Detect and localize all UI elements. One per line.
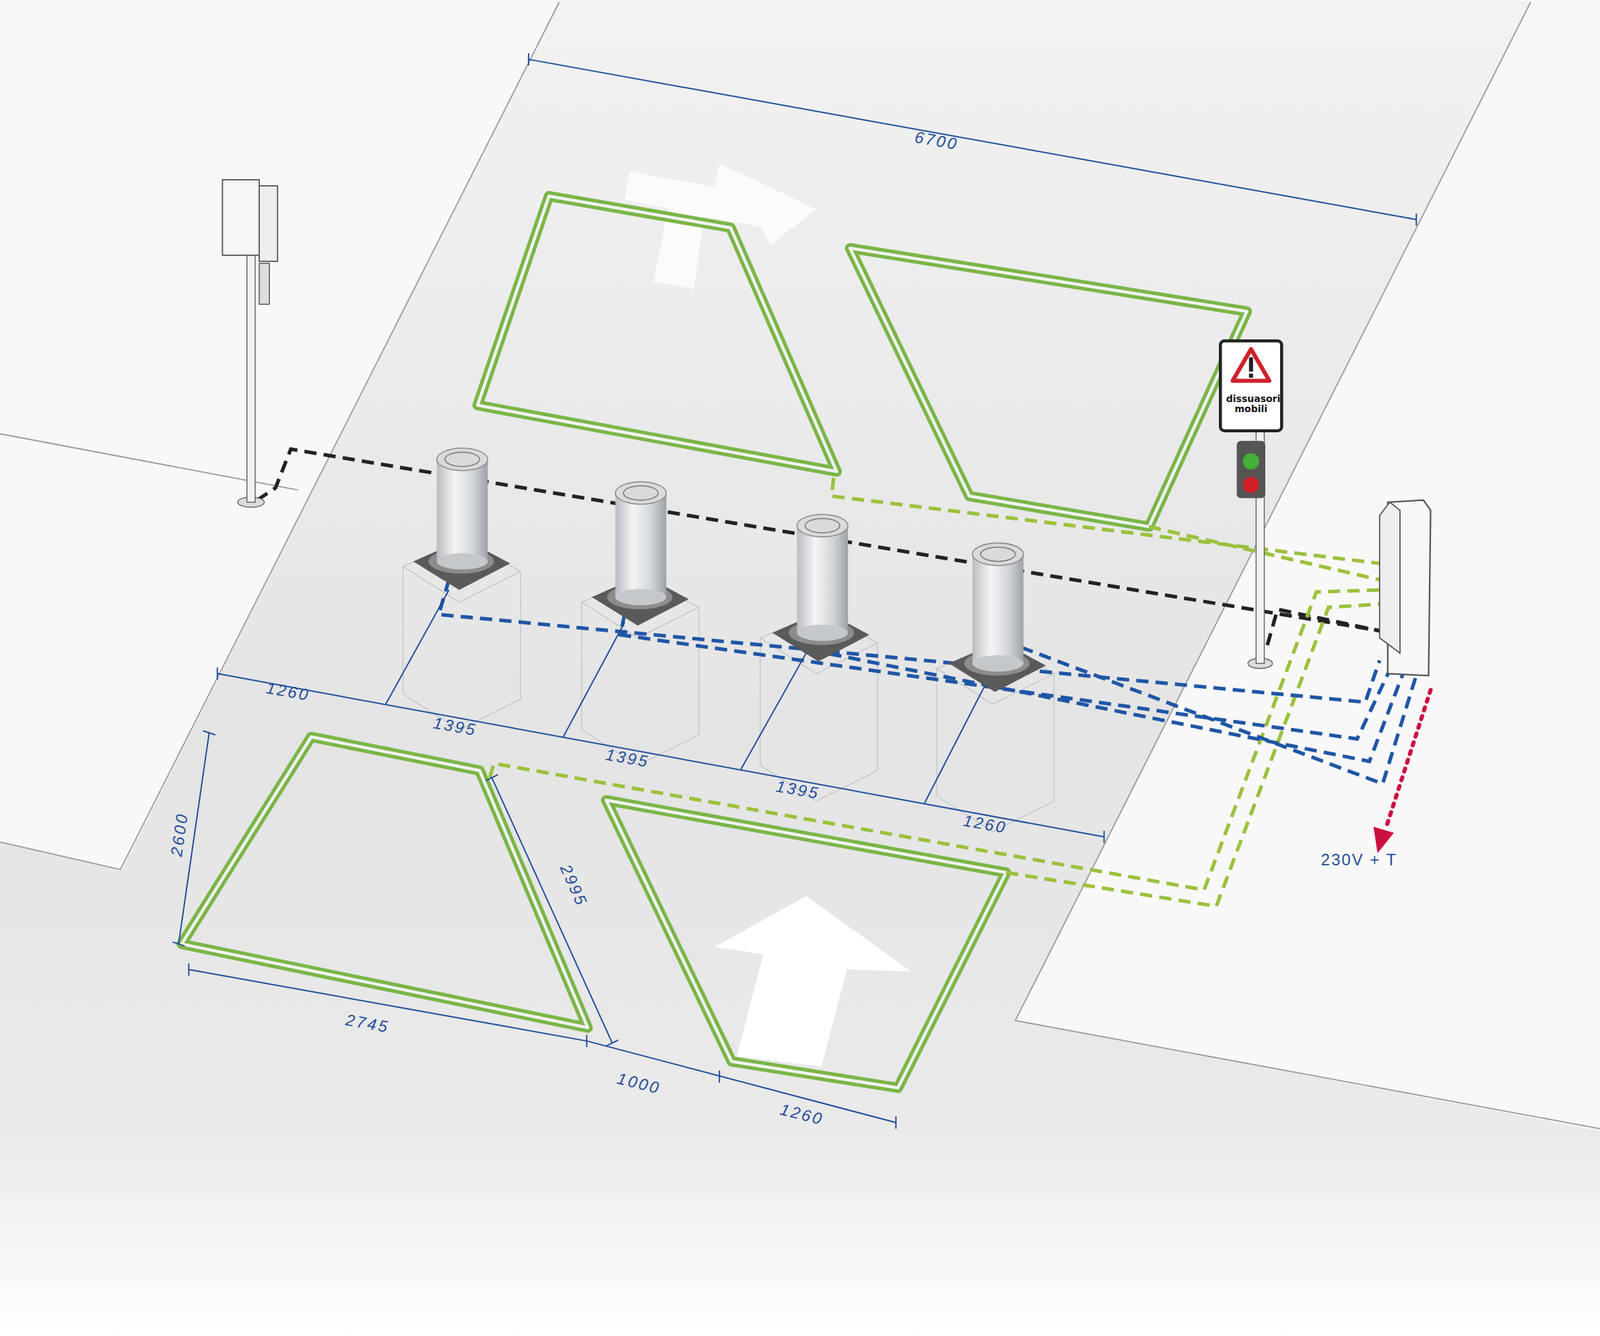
wiring <box>257 449 1419 907</box>
dimension-label: 1260 <box>776 1098 828 1130</box>
dimension-label: 1260 <box>262 678 314 706</box>
dimension-label: 2995 <box>554 859 592 912</box>
control-cabinet <box>1379 500 1431 677</box>
sign-text: dissuasori mobili <box>1226 393 1277 415</box>
dimension-label: 1000 <box>613 1068 665 1099</box>
bollards <box>413 447 1046 692</box>
foundations <box>403 540 1055 832</box>
reader-post <box>222 179 278 508</box>
supply-label: 230V + T <box>1319 850 1400 870</box>
power-feed <box>1373 690 1431 854</box>
dimension-label: 2745 <box>342 1010 393 1038</box>
dimension-label: 1395 <box>602 744 653 772</box>
dimension-label: 1260 <box>959 810 1011 838</box>
dimension-label: 1395 <box>429 713 481 741</box>
traffic-light-post <box>1220 340 1282 669</box>
dimension-label: 1395 <box>772 776 823 804</box>
dimension-label: 6700 <box>911 127 962 155</box>
dimension-label: 2600 <box>167 809 193 860</box>
dimension-lines <box>172 53 1417 1129</box>
